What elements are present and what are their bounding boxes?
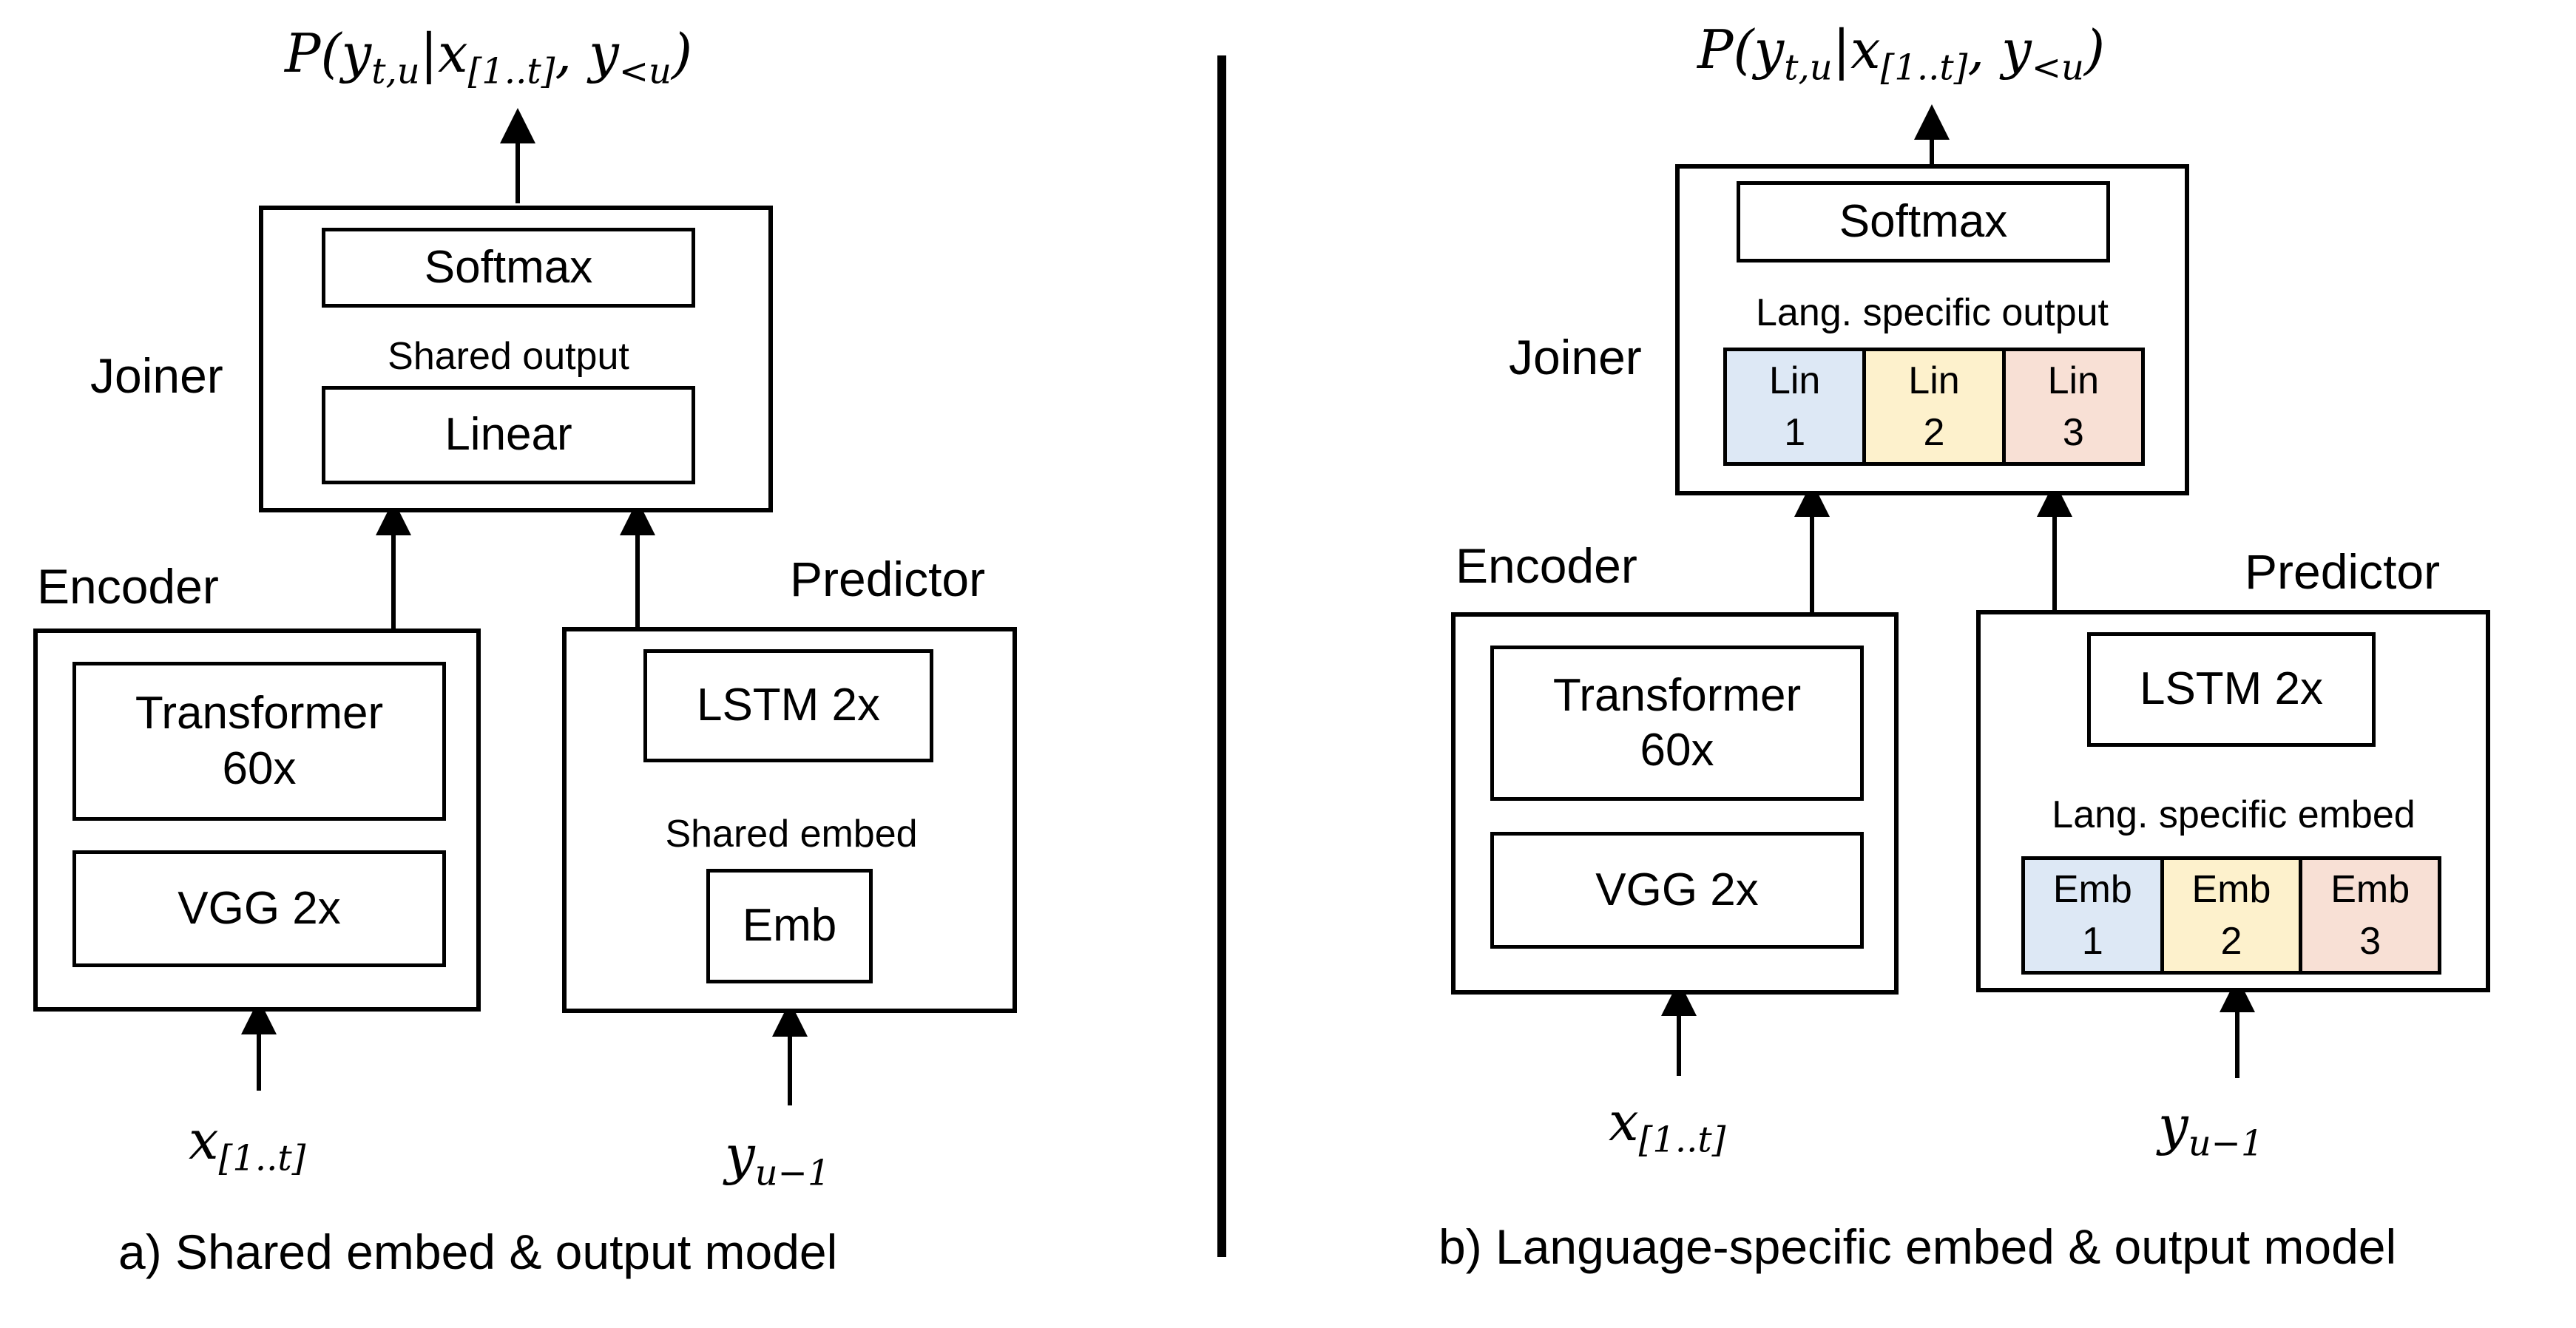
shared-embed-label-a: Shared embed	[665, 813, 918, 856]
emb-block-a: Emb	[706, 869, 873, 983]
softmax-block-a: Softmax	[322, 228, 695, 308]
shared-output-label-a: Shared output	[388, 335, 629, 378]
lin-cell-3: Lin 3	[2001, 351, 2141, 462]
caption-b: b) Language-specific embed & output mode…	[1439, 1219, 2397, 1274]
predictor-label-a: Predictor	[790, 552, 986, 606]
emb-cells-b: Emb 1 Emb 2 Emb 3	[2021, 856, 2441, 975]
x-input-b: x[1..t]	[1609, 1091, 1726, 1161]
output-probability-a: P(yt,u|x[1..t], y<u)	[285, 22, 693, 92]
x-input-a: x[1..t]	[189, 1109, 306, 1179]
linear-block-a: Linear	[322, 386, 695, 484]
lang-embed-label-b: Lang. specific embed	[2052, 793, 2416, 836]
lin-cell-2: Lin 2	[1862, 351, 2002, 462]
y-input-a: yu−1	[725, 1124, 831, 1194]
predictor-label-b: Predictor	[2245, 544, 2441, 599]
lin-cells-b: Lin 1 Lin 2 Lin 3	[1723, 348, 2145, 466]
caption-a: a) Shared embed & output model	[118, 1224, 838, 1279]
emb-cell-2: Emb 2	[2160, 860, 2299, 971]
lstm-block-a: LSTM 2x	[643, 649, 933, 762]
encoder-label-b: Encoder	[1456, 538, 1637, 593]
emb-cell-1: Emb 1	[2025, 860, 2160, 971]
output-probability-b: P(yt,u|x[1..t], y<u)	[1697, 18, 2106, 89]
lstm-block-b: LSTM 2x	[2087, 632, 2376, 747]
joiner-label-a: Joiner	[90, 348, 223, 403]
transformer-block-a: Transformer 60x	[72, 662, 446, 821]
softmax-block-b: Softmax	[1737, 181, 2110, 262]
transformer-block-b: Transformer 60x	[1490, 646, 1864, 801]
emb-cell-3: Emb 3	[2299, 860, 2438, 971]
lang-output-label-b: Lang. specific output	[1756, 291, 2109, 334]
vgg-block-a: VGG 2x	[72, 850, 446, 967]
y-input-b: yu−1	[2158, 1094, 2264, 1165]
vgg-block-b: VGG 2x	[1490, 832, 1864, 949]
encoder-label-a: Encoder	[37, 559, 219, 614]
joiner-label-b: Joiner	[1509, 330, 1642, 384]
lin-cell-1: Lin 1	[1727, 351, 1863, 462]
